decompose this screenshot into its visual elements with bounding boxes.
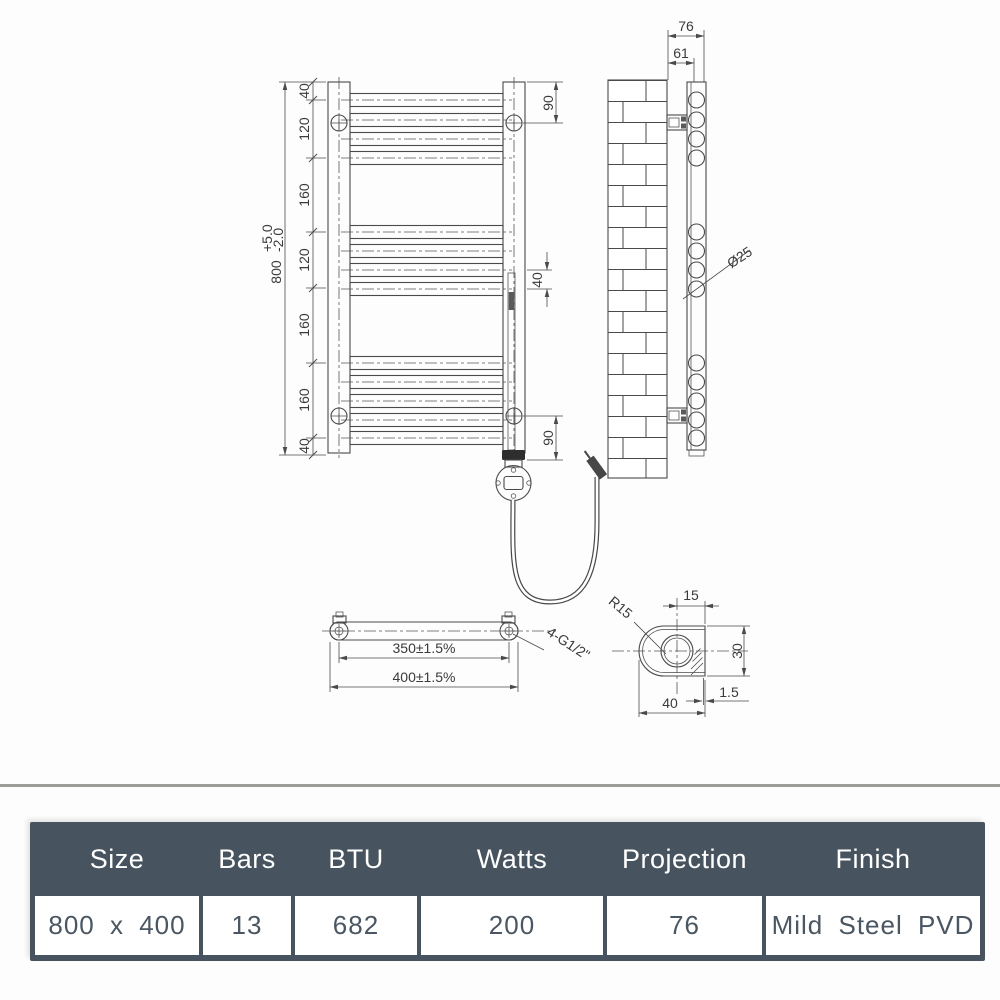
dim-seg-2: 120 [296,117,312,141]
dim-seg-6: 160 [296,388,312,412]
plug-icon [583,450,608,480]
dim-connections: 4-G1/2" [544,623,593,662]
col-header-finish: Finish [835,843,911,874]
svg-text:-2.0: -2.0 [270,228,286,252]
cell-btu: 682 [295,896,417,955]
dim-pipe-centres: 350±1.5% [393,640,456,656]
bottom-view: 350±1.5% 400±1.5% 4-G1/2" [322,611,593,692]
dim-seg-5: 160 [296,313,312,337]
electric-element [495,272,532,502]
dim-bracket-depth: 61 [673,45,689,61]
dim-projection: 76 [678,18,694,34]
side-view: 76 61 Ø25 [607,18,755,479]
side-dimensions: 76 61 Ø25 [667,18,755,300]
dim-overall-width: 400±1.5% [393,669,456,685]
col-header-size: Size [89,843,145,874]
col-header-btu: BTU [328,843,384,874]
dim-profile-height: 30 [729,643,745,659]
bracket-circles [330,114,523,425]
cell-watts: 200 [421,896,603,955]
col-header-watts: Watts [476,843,548,874]
dim-wall-thickness: 1.5 [719,684,739,700]
dim-bar-diameter: Ø25 [724,243,755,271]
col-header-bars: Bars [218,843,276,874]
front-view: 40 120 160 120 160 160 40 800 +5.0 -2.0 … [259,77,608,605]
dim-hole-offset: 15 [683,587,699,603]
svg-text:800: 800 [268,260,284,284]
spec-table-row: 800 x 400 13 682 200 76 Mild Steel PVD [30,896,985,955]
brick-wall [607,79,668,479]
towel-bars [341,92,512,446]
dim-seg-7: 40 [296,438,312,454]
cell-bars: 13 [203,896,291,955]
spec-table: Size Bars BTU Watts Projection Finish 80… [30,822,985,961]
dim-seg-3: 160 [296,183,312,207]
front-dimensions-right: 90 40 90 [523,81,563,461]
tube-profile [638,625,706,677]
dim-element-gap: 40 [529,272,545,288]
dim-seg-4: 120 [296,248,312,272]
dim-top-bracket: 90 [540,95,556,111]
cell-size: 800 x 400 [35,896,199,955]
dim-overall-height: 800 +5.0 -2.0 [259,224,286,284]
dim-profile-width: 40 [662,695,678,711]
bar-end-circles [687,91,706,447]
section-divider [0,784,1000,787]
wall-brackets [666,114,688,424]
cell-finish: Mild Steel PVD [766,896,980,955]
dim-seg-1: 40 [296,83,312,99]
thermostat-head [495,464,532,502]
cell-projection: 76 [607,896,762,955]
bottom-dimensions: 350±1.5% 400±1.5% 4-G1/2" [329,623,593,692]
section-view: 15 30 1.5 40 R15 [606,587,750,717]
power-cable [510,450,608,605]
hatching [690,648,704,676]
dim-corner-radius: R15 [606,593,636,622]
dim-bottom-bracket: 90 [540,430,556,446]
technical-drawing: 40 120 160 120 160 160 40 800 +5.0 -2.0 … [259,18,755,717]
spec-table-header: Size Bars BTU Watts Projection Finish [30,822,985,896]
front-dimensions-left: 40 120 160 120 160 160 40 800 +5.0 -2.0 [259,77,326,460]
col-header-projection: Projection [621,843,748,874]
section-dimensions: 15 30 1.5 40 R15 [606,587,750,717]
svg-text:+5.0: +5.0 [259,224,275,252]
